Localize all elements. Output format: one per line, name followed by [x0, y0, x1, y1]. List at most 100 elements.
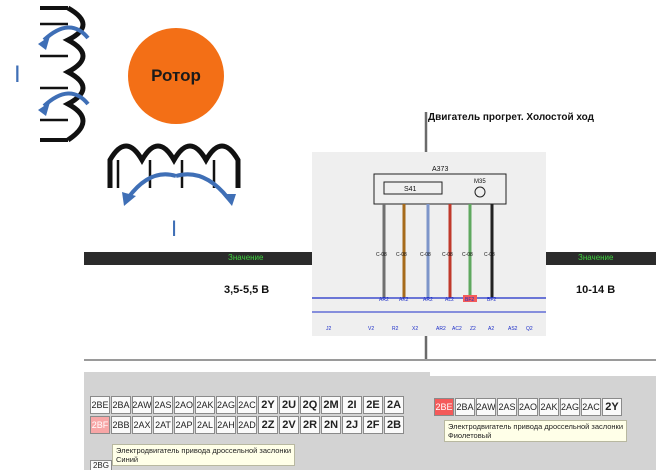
engine-caption: Двигатель прогрет. Холостой ход — [428, 112, 595, 123]
bus-label: Q2 — [526, 326, 533, 332]
bus-label-group: J2 V2 R2 X2 AR2 AC2 Z2 A2 AS2 Q2 — [326, 326, 533, 332]
module-box — [383, 181, 443, 195]
pin-label: AR2 — [423, 297, 433, 303]
voltage-left: 3,5-5,5 В — [224, 284, 270, 296]
connector-pin[interactable]: 2AG — [216, 396, 236, 414]
bar-right — [546, 252, 656, 265]
connector-pin[interactable]: 2AW — [132, 396, 152, 414]
tooltip-line: Электродвигатель привода дроссельной зас… — [116, 446, 292, 455]
coil-bottom-current-symbol: I — [171, 216, 177, 241]
coil-top: I — [14, 5, 90, 143]
connector-pin[interactable]: 2BE — [434, 398, 454, 416]
connector-pin[interactable]: 2BF — [90, 416, 110, 434]
connector-pin[interactable]: 2U — [279, 396, 299, 414]
connector-label: C-08 — [420, 252, 431, 258]
pin-tooltip-left: Электродвигатель привода дроссельной зас… — [112, 444, 296, 466]
coil-bottom: I — [107, 143, 241, 241]
arrow-icon — [126, 172, 177, 200]
bar-left — [84, 252, 312, 265]
connector-pin[interactable]: 2Z — [258, 416, 278, 434]
arrow-icon — [175, 172, 230, 200]
connector-pin[interactable]: 2B — [384, 416, 404, 434]
connector-pin[interactable]: 2Y — [258, 396, 278, 414]
pin-label: BF2 — [487, 297, 496, 303]
bus-label: X2 — [412, 326, 418, 332]
connector-pin[interactable]: 2BA — [111, 396, 131, 414]
connector-pin[interactable]: 2AK — [195, 396, 215, 414]
pin-label: AK2 — [399, 297, 409, 303]
rotor: Ротор — [128, 28, 224, 124]
connector-pin[interactable]: 2N — [321, 416, 341, 434]
connector-pin[interactable]: 2AD — [237, 416, 257, 434]
bus-label: R2 — [392, 326, 399, 332]
tooltip-line: Фиолетовый — [448, 431, 492, 440]
module-label: S41 — [404, 186, 417, 193]
wire-group: C-08 C-08 C-08 C-08 C-08 C-08 — [376, 204, 495, 298]
arrow-icon — [42, 25, 90, 42]
connector-pin[interactable]: 2AK — [539, 398, 559, 416]
connector-pin[interactable]: 2M — [321, 396, 341, 414]
pin-highlight — [463, 295, 477, 302]
unit-frame — [373, 173, 507, 205]
connector-label: C-08 — [462, 252, 473, 258]
connector-pin[interactable]: 2I — [342, 396, 362, 414]
connector-pin[interactable]: 2R — [300, 416, 320, 434]
bar-left-label: Значение — [228, 253, 264, 262]
pin-label: AL2 — [445, 297, 454, 303]
connector-label: C-08 — [442, 252, 453, 258]
pin-label: AR2 — [379, 297, 389, 303]
connector-pin[interactable]: 2AO — [518, 398, 538, 416]
bus-label: Z2 — [470, 326, 476, 332]
connector-pin[interactable]: 2Y — [602, 398, 622, 416]
rotor-label: Ротор — [151, 66, 201, 85]
connector-pin[interactable]: 2AG — [560, 398, 580, 416]
bus-label: AC2 — [452, 326, 462, 332]
connector-pin[interactable]: 2Q — [300, 396, 320, 414]
bus-label: J2 — [326, 326, 332, 332]
connector-pin[interactable]: 2BB — [111, 416, 131, 434]
bus-label: V2 — [368, 326, 374, 332]
connector-pin[interactable]: 2F — [363, 416, 383, 434]
bus-label: AR2 — [436, 326, 446, 332]
connector-pin[interactable]: 2AS — [497, 398, 517, 416]
connector-pin[interactable]: 2V — [279, 416, 299, 434]
motor-symbol — [474, 186, 486, 198]
connector-pin[interactable]: 2AO — [174, 396, 194, 414]
connector-pin[interactable]: 2AL — [195, 416, 215, 434]
pin-label: BF2 — [465, 297, 474, 303]
bus-label: A2 — [488, 326, 494, 332]
connector-pin[interactable]: 2AX — [132, 416, 152, 434]
voltage-right: 10-14 В — [576, 284, 616, 296]
connector-label: C-08 — [396, 252, 407, 258]
connector-pin[interactable]: 2AC — [581, 398, 601, 416]
motor-label: M35 — [474, 179, 486, 185]
connector-pin[interactable]: 2AH — [216, 416, 236, 434]
pin-label-group: AR2 AK2 AR2 AL2 BF2 BF2 — [379, 295, 496, 303]
arrow-icon — [42, 91, 90, 108]
connector-pin[interactable]: 2AW — [476, 398, 496, 416]
connector-pin[interactable]: 2BA — [455, 398, 475, 416]
connector-pin[interactable]: 2AP — [174, 416, 194, 434]
connector-pin-2bg[interactable]: 2BG — [90, 460, 112, 470]
bar-right-label: Значение — [578, 253, 614, 262]
pin-tooltip-right: Электродвигатель привода дроссельной зас… — [444, 420, 628, 442]
connector-pin[interactable]: 2AC — [237, 396, 257, 414]
connector-pin[interactable]: 2E — [363, 396, 383, 414]
connector-pin[interactable]: 2AS — [153, 396, 173, 414]
connector-pin[interactable]: 2AT — [153, 416, 173, 434]
connector-pin[interactable]: 2BE — [90, 396, 110, 414]
connector-label: C-08 — [376, 252, 387, 258]
coil-top-current-symbol: I — [14, 61, 21, 88]
connector-pin[interactable]: 2A — [384, 396, 404, 414]
connector-label: C-08 — [484, 252, 495, 258]
bus-label: AS2 — [508, 326, 518, 332]
tooltip-line: Синий — [116, 455, 139, 464]
connector-pin[interactable]: 2J — [342, 416, 362, 434]
